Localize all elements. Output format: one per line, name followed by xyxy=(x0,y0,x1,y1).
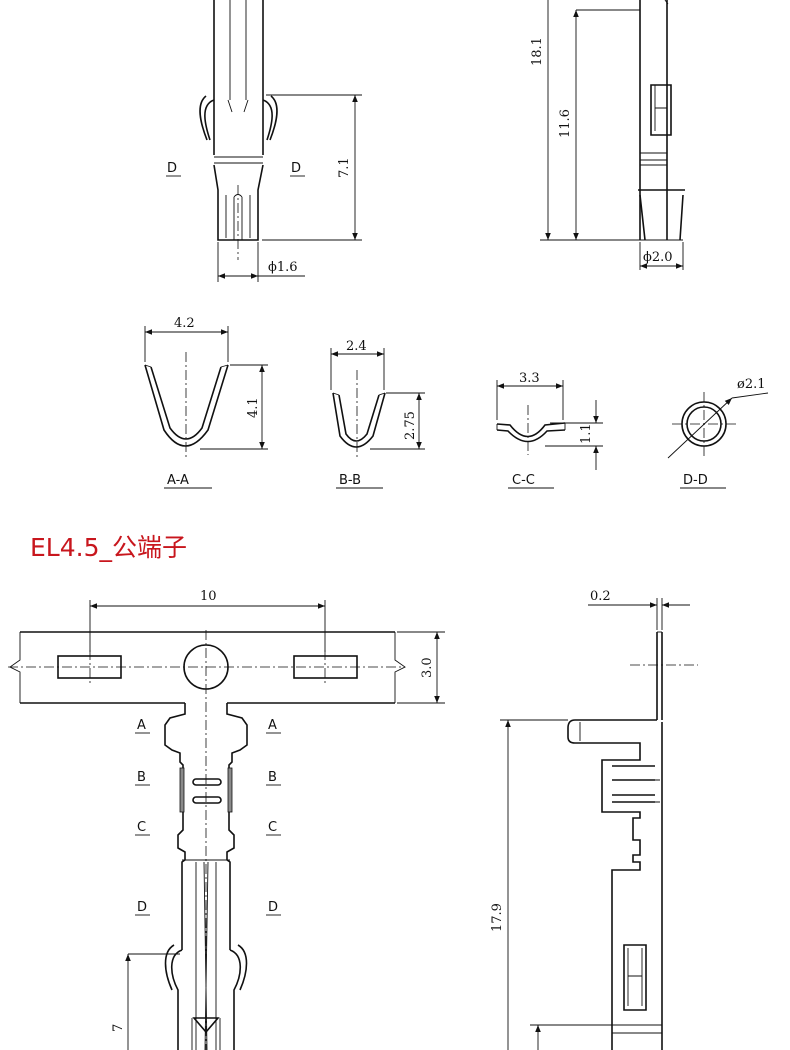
label-b-right: B xyxy=(268,770,277,785)
dim-a-height: 4.1 xyxy=(246,397,261,418)
dim-thickness: 0.2 xyxy=(590,589,611,604)
section-a-a: 4.2 4.1 A-A xyxy=(144,316,268,489)
label-c-c: C-C xyxy=(512,473,535,488)
dim-b-height: 2.75 xyxy=(403,411,418,440)
bottom-front-view: 10 3.0 7 A A B B C C D D xyxy=(8,589,445,1050)
section-b-b: 2.4 2.75 B-B xyxy=(330,339,425,489)
label-d-d: D-D xyxy=(683,473,708,488)
dim-18-1: 18.1 xyxy=(530,37,545,66)
label-a-a: A-A xyxy=(167,473,189,488)
dim-b-width: 2.4 xyxy=(346,339,367,354)
dim-11-6: 11.6 xyxy=(558,109,573,138)
top-front-view: D D 7.1 ϕ1.6 xyxy=(166,0,362,282)
label-b-b: B-B xyxy=(339,473,361,488)
section-title: EL4.5_公端子 xyxy=(30,533,187,562)
label-d-bottom-right: D xyxy=(268,900,278,915)
dim-7-1: 7.1 xyxy=(337,157,352,178)
label-d-right: D xyxy=(291,161,301,176)
dim-strip-width: 3.0 xyxy=(420,657,435,678)
dim-phi-1-6: ϕ1.6 xyxy=(268,260,298,275)
label-b-left: B xyxy=(137,770,146,785)
label-d-left: D xyxy=(167,161,177,176)
label-d-bottom-left: D xyxy=(137,900,147,915)
dim-a-width: 4.2 xyxy=(174,316,195,331)
section-d-d: ø2.1 D-D xyxy=(667,377,769,489)
label-a-right: A xyxy=(268,718,277,733)
label-c-right: C xyxy=(268,820,277,835)
dim-c-width: 3.3 xyxy=(519,371,540,386)
top-side-view: 18.1 11.6 ϕ2.0 xyxy=(530,0,685,270)
dim-pitch: 10 xyxy=(200,589,217,604)
dim-phi-2-0: ϕ2.0 xyxy=(643,250,673,265)
dim-length: 17.9 xyxy=(490,903,505,932)
dim-c-height: 1.1 xyxy=(579,423,594,444)
label-c-left: C xyxy=(137,820,146,835)
section-c-c: 3.3 1.1 C-C xyxy=(496,371,603,489)
dim-d-dia: ø2.1 xyxy=(737,377,766,392)
bottom-side-view: 0.2 17.9 xyxy=(490,589,698,1050)
dim-height-7: 7 xyxy=(111,1024,126,1032)
label-a-left: A xyxy=(137,718,146,733)
